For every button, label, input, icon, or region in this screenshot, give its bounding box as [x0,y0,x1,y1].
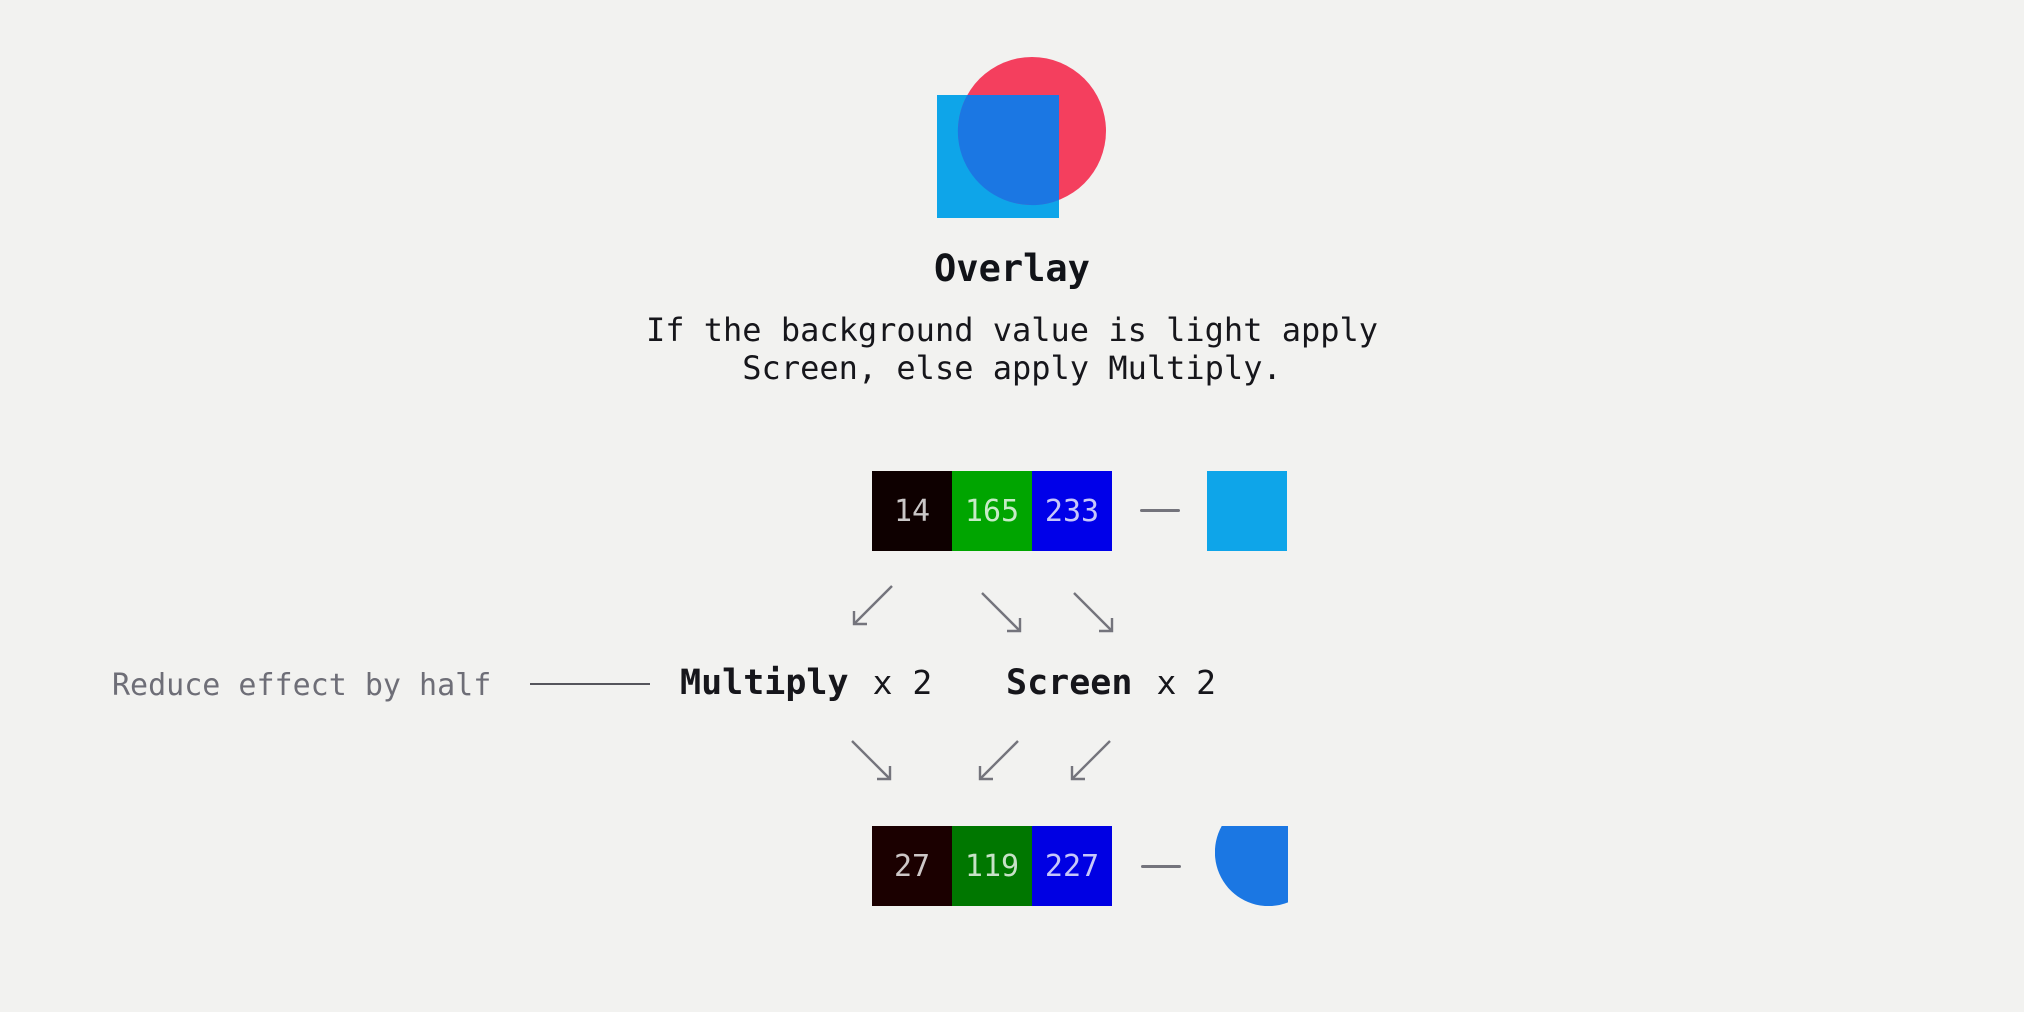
source-red-channel-value: 14 [893,493,931,529]
source-blue-channel-value: 233 [1044,493,1100,529]
annotation-connector-line [530,683,650,685]
result-color-swatch [1215,826,1288,906]
source-color-swatch [1207,471,1287,551]
description: If the background value is light apply S… [0,311,2024,387]
description-line-1: If the background value is light apply [645,311,1379,349]
source-blue-channel-cell: 233 [1032,471,1112,551]
source-red-channel-cell: 14 [872,471,952,551]
result-green-channel-cell: 119 [952,826,1032,906]
hero-overlap-shape [957,95,1059,206]
screen-operation-label: Screen x 2 [1006,663,1216,703]
split-arrows [852,585,1114,633]
multiply-operation-label: Multiply x 2 [680,663,932,703]
source-green-channel-cell: 165 [952,471,1032,551]
arrow-down-right-icon [851,740,892,781]
overlay-hero-graphic [937,57,1106,218]
page-title: Overlay [934,247,1090,290]
result-blue-channel-value: 227 [1044,848,1100,884]
result-red-channel-value: 27 [893,848,931,884]
multiply-label-text: Multiply [680,663,849,703]
multiply-suffix: x 2 [872,663,933,702]
merge-arrows [851,740,1111,781]
arrow-down-left-icon [1070,740,1111,781]
result-overlap-shape [1215,826,1288,906]
arrow-down-right-icon [981,592,1022,633]
result-equals-dash-icon [1141,865,1181,868]
screen-suffix: x 2 [1156,663,1217,702]
arrow-down-left-icon [852,585,893,626]
description-line-2: Screen, else apply Multiply. [742,349,1282,387]
result-channel-strip: 27 119 227 [872,826,1112,906]
source-channel-strip: 14 165 233 [872,471,1112,551]
result-blue-channel-cell: 227 [1032,826,1112,906]
result-green-channel-value: 119 [964,848,1020,884]
source-green-channel-value: 165 [964,493,1020,529]
arrow-down-right-icon [1073,592,1114,633]
result-red-channel-cell: 27 [872,826,952,906]
reduce-effect-annotation: Reduce effect by half [112,668,492,703]
source-equals-dash-icon [1140,509,1180,512]
screen-label-text: Screen [1006,663,1133,703]
arrow-down-left-icon [978,740,1019,781]
